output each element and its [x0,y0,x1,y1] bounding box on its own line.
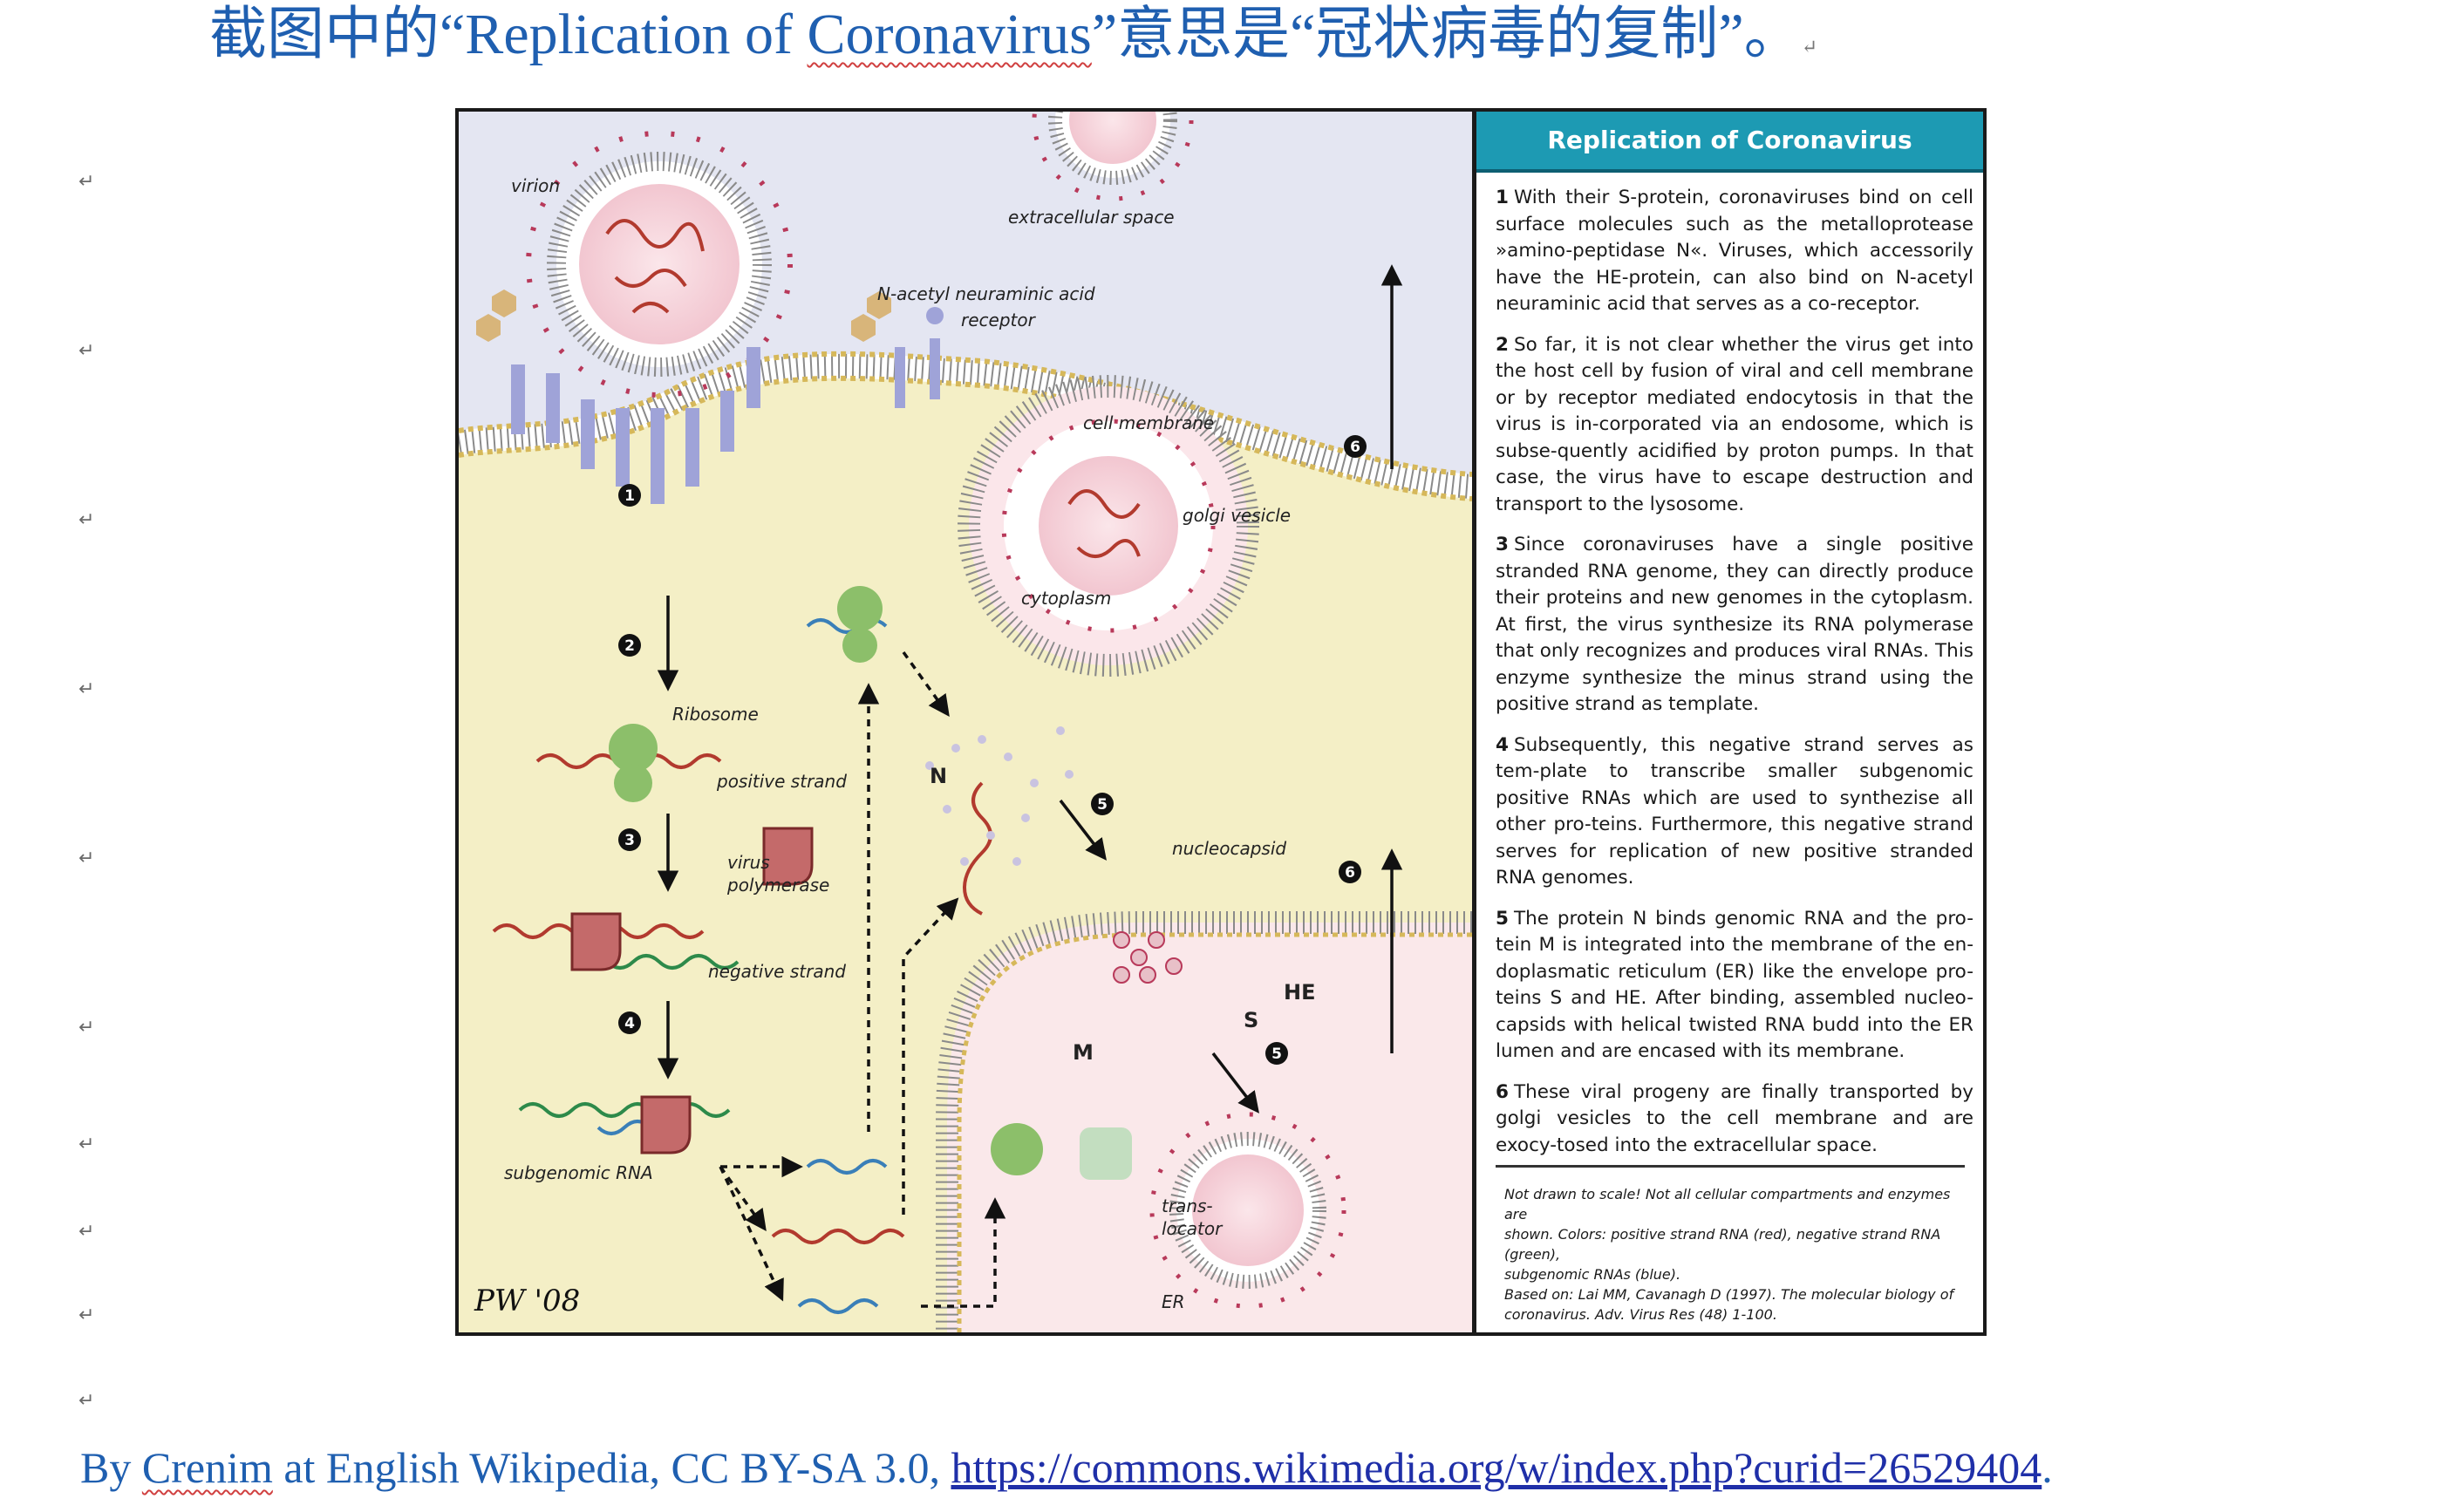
arrows [657,264,1403,1308]
paragraph-mark [78,1304,94,1326]
label-n-protein: N [930,764,947,788]
paragraph-mark [78,509,94,531]
proteins [570,586,1183,1180]
source-link[interactable]: https://commons.wikimedia.org/w/index.ph… [951,1443,2042,1492]
paragraph-mark [78,171,94,193]
label-positive-strand: positive strand [716,771,847,792]
panel-footnote: Not drawn to scale! Not all cellular com… [1504,1186,1954,1323]
replication-diagram: 1 2 3 4 5 5 6 6 virion extracellular spa… [459,112,1472,1332]
author-name: Crenim [141,1443,273,1492]
label-cytoplasm: cytoplasm [1021,588,1111,609]
image-attribution: By Crenim at English Wikipedia, CC BY-SA… [80,1443,2053,1492]
label-polymerase: polymerase [726,875,829,896]
label-negative-strand: negative strand [708,961,846,982]
virion-released [1032,112,1194,201]
label-cell-membrane: cell membrane [1083,412,1214,433]
paragraph-mark [78,678,94,700]
title-prefix: 截图中的“ [209,3,466,66]
label-n-acetyl: N-acetyl neuraminic acid [877,283,1095,304]
title-paragraph-mark: ↵ [1801,36,1818,58]
label-golgi-vesicle: golgi vesicle [1183,505,1291,526]
title-term-b: Coronavirus [807,3,1092,66]
step-markers: 1 2 3 4 5 5 6 6 [618,435,1367,1065]
virion-top [526,131,793,398]
svg-text:5: 5 [1271,1045,1282,1063]
label-nucleocapsid: nucleocapsid [1172,838,1286,859]
label-locator: locator [1162,1218,1224,1239]
er-compartment [936,911,1472,1332]
document-title: 截图中的“Replication of Coronavirus”意思是“冠状病毒… [209,0,2302,70]
panel-divider [1496,1165,1965,1168]
paragraph-mark [78,1221,94,1243]
label-he-protein: HE [1284,980,1315,1005]
label-virus: virus [727,852,770,873]
label-s-protein: S [1244,1008,1258,1032]
svg-text:3: 3 [624,832,635,849]
coronavirus-replication-figure: 1 2 3 4 5 5 6 6 virion extracellular spa… [455,108,1987,1336]
paragraph-mark [78,340,94,362]
label-extracellular: extracellular space [1008,207,1175,228]
label-m-protein: M [1073,1040,1094,1065]
paragraph-mark [78,1390,94,1412]
figure-labels: virion extracellular space N-acetyl neur… [474,175,1315,1318]
label-subgenomic-rna: subgenomic RNA [504,1162,653,1183]
paragraph-mark [78,1134,94,1155]
svg-text:2: 2 [624,637,635,655]
golgi-vesicle [958,375,1259,677]
paragraph-mark [78,1017,94,1039]
label-virion: virion [511,175,560,196]
panel-title: Replication of Coronavirus [1476,112,1983,173]
svg-text:4: 4 [624,1015,635,1032]
title-suffix: ”意思是“冠状病毒的复制”。 [1091,3,1802,66]
svg-text:5: 5 [1097,796,1108,814]
title-term-a: Replication of [465,3,808,66]
label-er: ER [1162,1291,1185,1312]
svg-text:6: 6 [1350,439,1360,456]
label-ribosome: Ribosome [672,704,759,725]
svg-text:6: 6 [1345,864,1355,882]
label-trans: trans- [1162,1195,1213,1216]
label-receptor: receptor [961,310,1037,330]
svg-text:1: 1 [624,487,635,505]
receptor-group [476,289,944,504]
signature: PW '08 [474,1284,580,1318]
paragraph-mark [78,848,94,869]
